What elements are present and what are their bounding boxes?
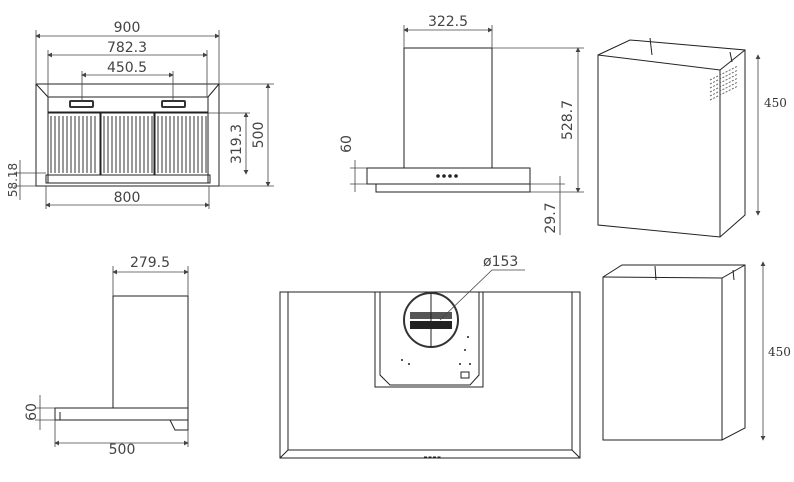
control-button-right [161, 100, 186, 108]
vent-slot [709, 81, 739, 97]
dim-depth: 500 [109, 442, 136, 458]
dim-total-height: 528.7 [560, 100, 576, 140]
dim-inner-width: 782.3 [107, 40, 147, 56]
dim-filter-width: 800 [114, 190, 141, 206]
dim-lower-chimney-height: 450 [768, 345, 791, 359]
top-view: ø153 [279, 254, 581, 459]
upper-chimney-cover: 450 [597, 37, 787, 238]
vent-slot [709, 65, 739, 81]
dim-height: 500 [251, 122, 267, 149]
vent-slot [709, 69, 739, 85]
dim-filter-height: 319.3 [229, 124, 245, 164]
dim-canopy-height: 60 [339, 135, 355, 153]
dim-chimney-width: 322.5 [428, 14, 468, 30]
filter-grille [47, 112, 209, 176]
vent-slot [709, 85, 739, 101]
control-buttons [436, 174, 458, 178]
dim-bottom-strip: 29.7 [543, 202, 559, 233]
vent-slot [709, 77, 739, 93]
dim-control-spacing: 450.5 [107, 60, 147, 76]
dim-front-lip: 58.18 [6, 163, 20, 197]
front-elevation-view: 322.5 528.7 60 29.7 [339, 14, 584, 235]
filter-panel [47, 112, 101, 176]
dim-outlet-diameter: ø153 [483, 254, 518, 270]
vent-slot [709, 73, 739, 89]
dim-overall-width: 900 [114, 20, 141, 36]
front-bottom-view: 900 782.3 450.5 500 319.3 58.18 800 [6, 20, 274, 209]
side-view: 279.5 60 500 [24, 255, 189, 458]
control-button-left [69, 100, 94, 108]
dim-side-canopy-height: 60 [24, 403, 40, 421]
dim-upper-chimney-height: 450 [764, 96, 787, 110]
vent-slots [709, 65, 739, 101]
lower-chimney-cover: 450 [602, 261, 791, 441]
dim-chimney-depth: 279.5 [130, 255, 170, 271]
